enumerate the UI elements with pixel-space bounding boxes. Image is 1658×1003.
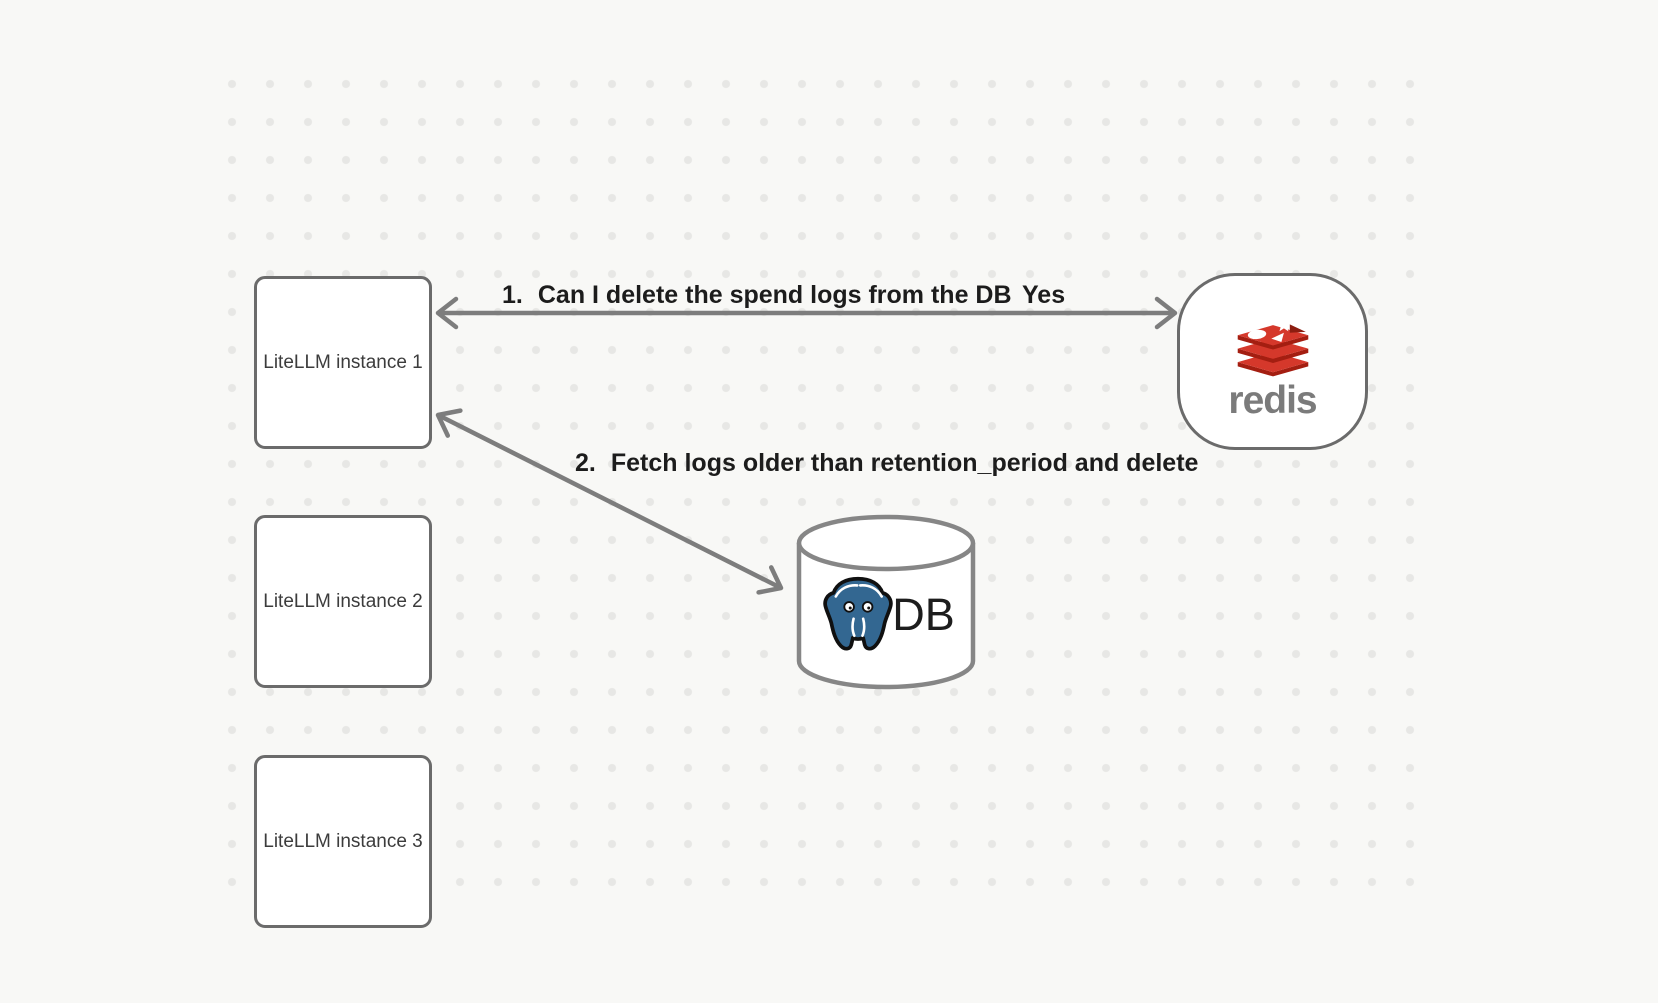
edge1-label: 1. Can I delete the spend logs from the D… — [502, 281, 1012, 310]
edge1-number: 1. — [502, 281, 523, 309]
edge2-number: 2. — [575, 449, 596, 477]
node-redis[interactable]: redis — [1177, 273, 1368, 450]
edge2-text: Fetch logs older than retention_period a… — [610, 449, 1199, 477]
db-node-content: DB — [799, 560, 977, 670]
node-litellm-instance-2[interactable]: LiteLLM instance 2 — [254, 515, 432, 688]
node-litellm-instance-2-label: LiteLLM instance 2 — [263, 590, 423, 612]
redis-wordmark: redis — [1228, 378, 1317, 422]
node-litellm-instance-3[interactable]: LiteLLM instance 3 — [254, 755, 432, 928]
node-litellm-instance-3-label: LiteLLM instance 3 — [263, 830, 423, 852]
edge2-label: 2. Fetch logs older than retention_period… — [575, 449, 1198, 478]
node-litellm-instance-1[interactable]: LiteLLM instance 1 — [254, 276, 432, 449]
redis-cube-icon — [1237, 317, 1308, 376]
edge1-text: Can I delete the spend logs from the DB — [537, 281, 1012, 309]
postgresql-icon — [823, 576, 893, 651]
edge1-response-label: Yes — [1022, 281, 1066, 309]
node-litellm-instance-1-label: LiteLLM instance 1 — [263, 351, 423, 373]
db-label: DB — [892, 589, 955, 640]
